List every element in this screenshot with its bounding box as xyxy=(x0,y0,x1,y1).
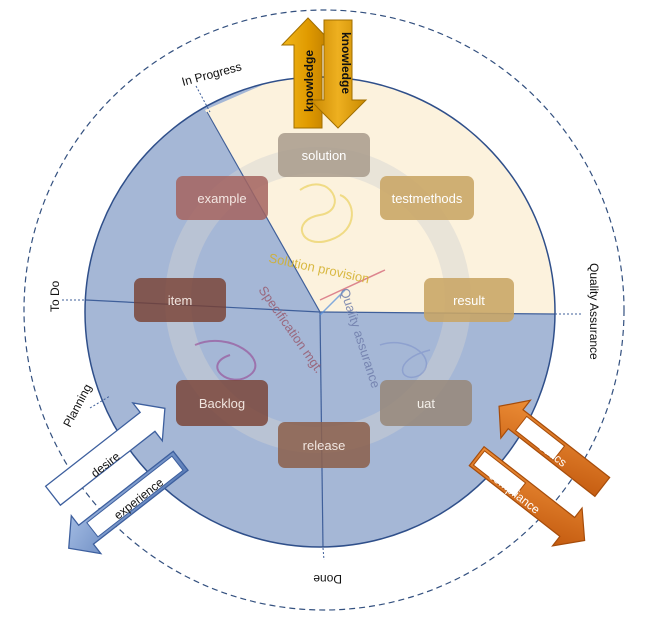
node-solution[interactable]: solution xyxy=(278,133,370,177)
leader-done xyxy=(322,547,325,561)
watermark-red-line xyxy=(319,269,386,301)
node-backlog[interactable]: Backlog xyxy=(176,380,268,426)
outer-dashed-ring xyxy=(23,9,625,611)
zone-planning: Planning xyxy=(60,382,94,430)
watermark-scribble-top xyxy=(299,183,353,243)
zone-in-progress: In Progress xyxy=(180,59,243,88)
watermark-blue-line xyxy=(319,289,346,316)
zone-quality-assurance: Quality Assurance xyxy=(587,263,601,360)
node-result[interactable]: result xyxy=(424,278,514,322)
watermark-scribble-right xyxy=(379,342,431,378)
ethics-arrow xyxy=(498,399,611,498)
zone-to-do: To Do xyxy=(48,280,62,312)
watermark-scribble-left xyxy=(194,339,257,381)
leader-in-progress xyxy=(195,85,211,113)
experience-arrow xyxy=(68,450,189,555)
node-release[interactable]: release xyxy=(278,422,370,468)
node-example[interactable]: example xyxy=(176,176,268,220)
desire-arrow xyxy=(44,402,166,507)
node-testmethods[interactable]: testmethods xyxy=(380,176,474,220)
zone-done: Done xyxy=(313,572,342,586)
knowledge-up-label: knowledge xyxy=(302,50,316,112)
node-uat[interactable]: uat xyxy=(380,380,472,426)
node-item[interactable]: item xyxy=(134,278,226,322)
compliance-arrow xyxy=(468,445,586,547)
knowledge-down-arrow xyxy=(308,19,368,129)
knowledge-down-label: knowledge xyxy=(339,32,353,94)
